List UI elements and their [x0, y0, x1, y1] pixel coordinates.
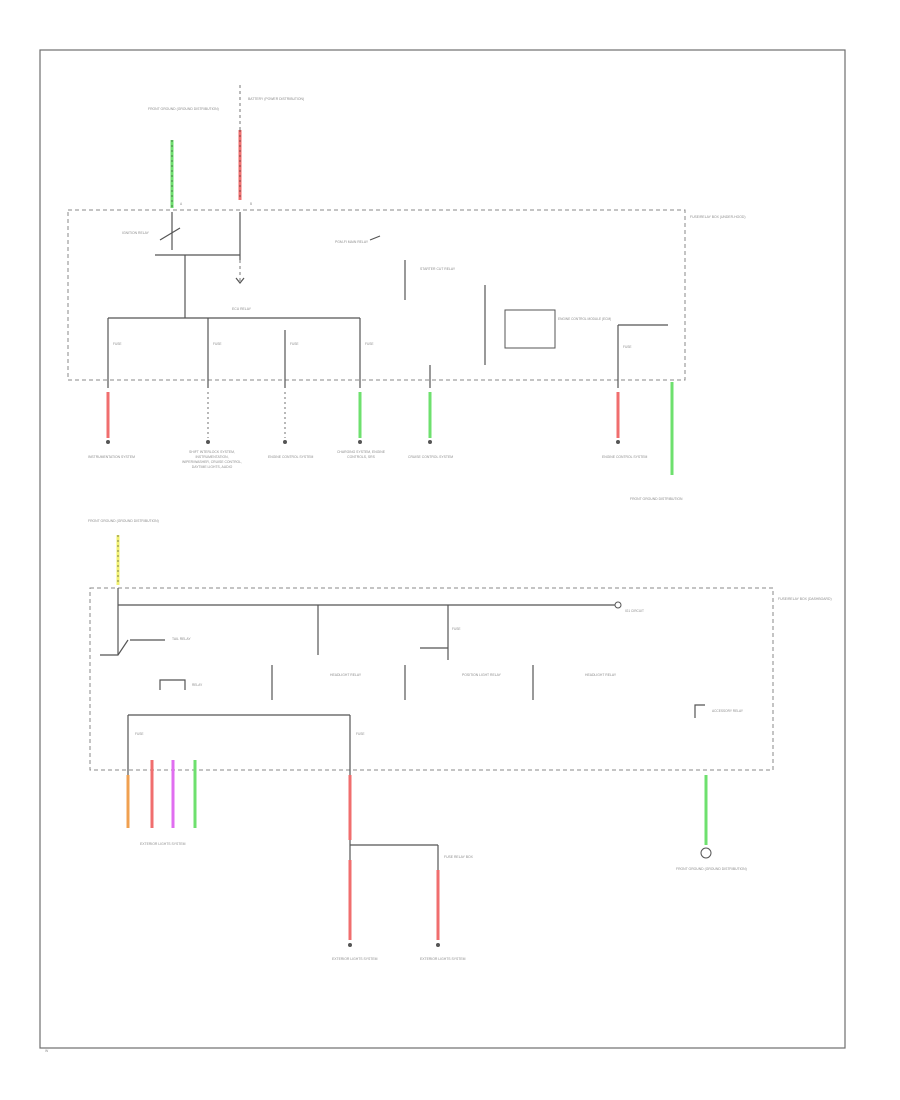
- upper-out-1: SHIFT INTERLOCK SYSTEM, INSTRUMENTATION,…: [182, 450, 242, 469]
- upper-output-labels: INSTRUMENTATION SYSTEM SHIFT INTERLOCK S…: [88, 450, 683, 501]
- lower-fuse-box: FRONT GROUND (GROUND DISTRIBUTION) FUSE/…: [88, 519, 832, 775]
- svg-text:FUSE: FUSE: [290, 342, 299, 346]
- ecm-box: [504, 309, 556, 349]
- upper-top-center-conn: BATTERY (POWER DISTRIBUTION): [248, 97, 304, 101]
- accessory-relay-label: ACCESSORY RELAY: [712, 709, 744, 713]
- upper-out-2: ENGINE CONTROL SYSTEM: [268, 455, 313, 459]
- sheet-frame: [39, 49, 846, 1049]
- svg-text:FUSE: FUSE: [452, 627, 461, 631]
- upper-output-wires: [106, 382, 674, 475]
- lower-output-wires: [126, 760, 712, 947]
- svg-text:B: B: [250, 202, 252, 206]
- upper-out-6: FRONT GROUND DISTRIBUTION: [630, 497, 683, 501]
- ecm-label: ENGINE CONTROL MODULE (ECM): [558, 317, 611, 321]
- upper-out-5: ENGINE CONTROL SYSTEM: [602, 455, 647, 459]
- svg-text:FUSE: FUSE: [213, 342, 222, 346]
- upper-box-title: FUSE/RELAY BOX (UNDER-HOOD): [690, 215, 745, 219]
- upper-out-4: CRUISE CONTROL SYSTEM: [408, 455, 453, 459]
- svg-text:FUSE: FUSE: [135, 732, 144, 736]
- upper-fuse-box: FUSE/RELAY BOX (UNDER-HOOD) FRONT GROUND…: [67, 85, 745, 388]
- upper-out-0: INSTRUMENTATION SYSTEM: [88, 455, 135, 459]
- relay-b-label: RELAY: [192, 683, 203, 687]
- ignition-relay-label: IGNITION RELAY: [122, 231, 150, 235]
- upper-fuses: FUSE FUSE FUSE FUSE FUSE: [107, 318, 668, 388]
- svg-text:A: A: [180, 202, 183, 206]
- junction-note: FUSE RELAY BOX: [444, 855, 474, 859]
- ecu-relay-label: ECU RELAY: [232, 307, 252, 311]
- upper-top-left-conn: FRONT GROUND (GROUND DISTRIBUTION): [148, 107, 219, 111]
- lower-output-labels: EXTERIOR LIGHTS SYSTEM EXTERIOR LIGHTS S…: [140, 842, 747, 961]
- starter-cut-relay-label: STARTER CUT RELAY: [420, 267, 456, 271]
- pgm-relay-label: PGM-FI MAIN RELAY: [335, 240, 369, 244]
- position-relay-label: POSITION LIGHT RELAY: [462, 673, 502, 677]
- lower-out-1: EXTERIOR LIGHTS SYSTEM: [332, 957, 378, 961]
- svg-text:FUSE: FUSE: [623, 345, 632, 349]
- lower-box-outline: [89, 587, 774, 771]
- lower-out-3: FRONT GROUND (GROUND DISTRIBUTION): [676, 867, 747, 871]
- upper-out-3: CHARGING SYSTEM, ENGINE CONTROLS, SRS: [336, 450, 386, 459]
- page-code: W: [45, 1049, 49, 1053]
- headlight-relay-1-label: HEADLIGHT RELAY: [330, 673, 362, 677]
- headlight-relay-2-label: HEADLIGHT RELAY: [585, 673, 617, 677]
- tail-relay-label: TAIL RELAY: [172, 637, 191, 641]
- lower-out-0: EXTERIOR LIGHTS SYSTEM: [140, 842, 186, 846]
- svg-text:FUSE: FUSE: [113, 342, 122, 346]
- ig1-conn-label: IG1 CIRCUIT: [625, 609, 644, 613]
- lower-out-2: EXTERIOR LIGHTS SYSTEM: [420, 957, 466, 961]
- lower-box-title: FUSE/RELAY BOX (DASHBOARD): [778, 597, 832, 601]
- upper-box-outline: [67, 209, 686, 381]
- svg-text:FUSE: FUSE: [365, 342, 374, 346]
- lower-top-left-conn: FRONT GROUND (GROUND DISTRIBUTION): [88, 519, 159, 523]
- svg-text:FUSE: FUSE: [356, 732, 365, 736]
